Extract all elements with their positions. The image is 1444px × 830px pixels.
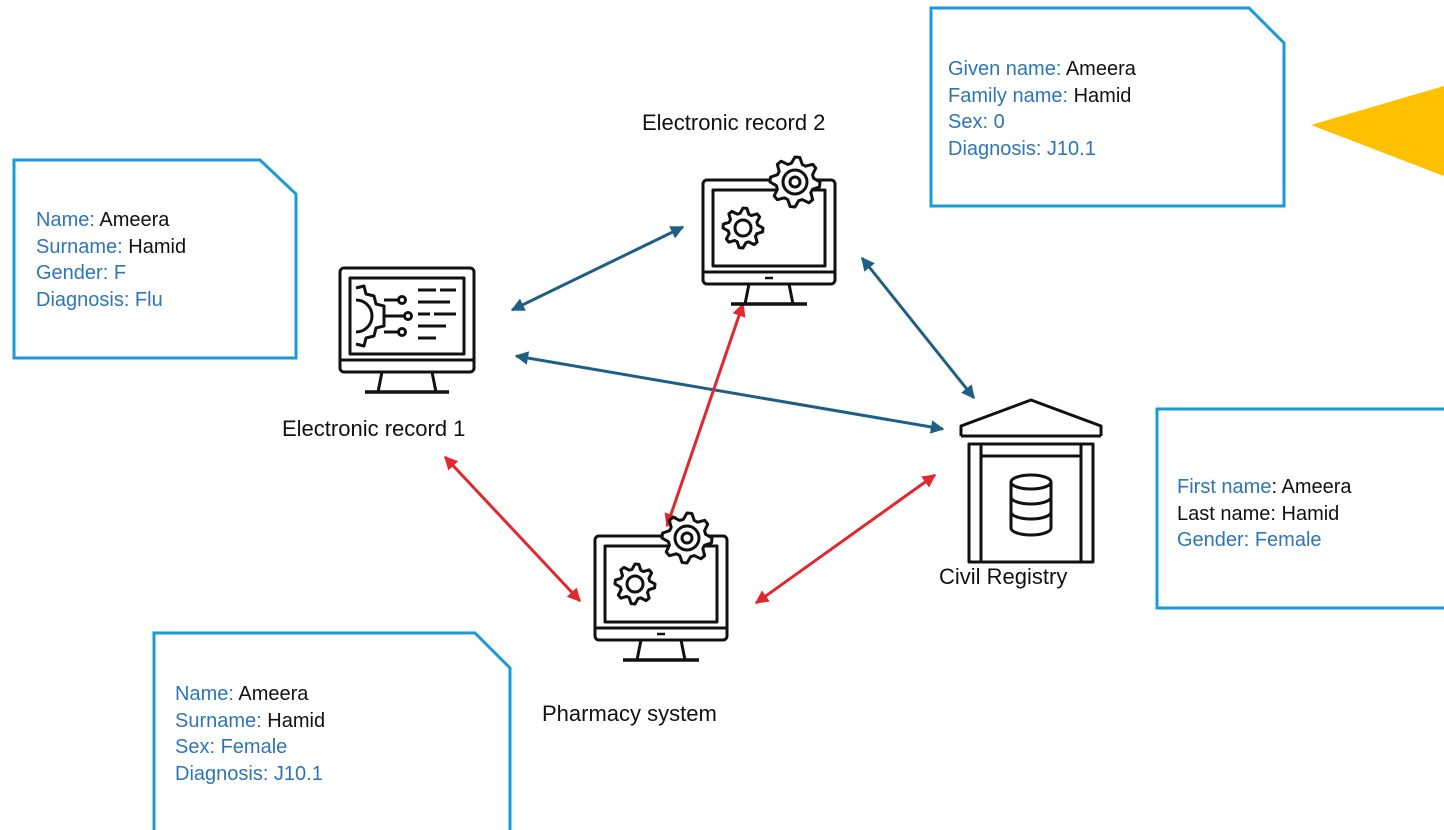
note-line: Name: Ameera [175, 683, 309, 705]
note-registry: First name: Ameera Last name: Hamid Gend… [1177, 474, 1352, 554]
note-record2: Given name: Ameera Family name: Hamid Se… [948, 56, 1136, 162]
gear-icon [721, 206, 765, 250]
node-label-pharmacy: Pharmacy system [542, 701, 717, 726]
note-line: Sex: Female [175, 736, 288, 758]
arrow-record1-record2 [510, 225, 685, 312]
note-pharmacy: Name: Ameera Surname: Hamid Sex: Female … [175, 681, 325, 787]
monitor-gears-icon [593, 511, 729, 662]
gear-icon [613, 562, 657, 606]
monitor-circuit-icon [338, 266, 476, 394]
gear-hub-icon [733, 218, 753, 238]
gear-hub-icon [781, 168, 809, 196]
note-line: Given name: Ameera [948, 58, 1136, 80]
note-line: Diagnosis: J10.1 [948, 137, 1096, 160]
note-line: First name: Ameera [1177, 476, 1352, 498]
note-box-record2 [929, 6, 1286, 208]
node-label-record2: Electronic record 2 [642, 110, 826, 135]
note-line: Sex: 0 [948, 111, 1005, 133]
note-line: Name: Ameera [36, 209, 170, 231]
arrow-record1-pharmacy [443, 455, 582, 603]
arrow-pharmacy-registry [754, 473, 937, 605]
gear-hub-icon [680, 531, 694, 545]
note-record1: Name: Ameera Surname: Hamid Gender: F Di… [36, 207, 186, 313]
note-box-record1 [12, 158, 298, 360]
warehouse-database-icon [959, 398, 1103, 564]
yellow-pointer-triangle [1311, 86, 1444, 176]
note-line: Gender: Female [1177, 529, 1322, 551]
node-label-record1: Electronic record 1 [282, 416, 466, 441]
monitor-gears-icon [701, 155, 837, 306]
note-line: Gender: F [36, 262, 127, 284]
gear-icon [660, 511, 714, 565]
note-line: Last name: Hamid [1177, 502, 1340, 525]
gear-hub-icon [788, 175, 802, 189]
note-box-pharmacy [152, 631, 512, 830]
gear-icon [768, 155, 822, 209]
gear-hub-icon [625, 574, 645, 594]
note-line: Diagnosis: Flu [36, 288, 163, 311]
note-line: Surname: Hamid [175, 709, 326, 732]
arrow-record2-registry [860, 256, 976, 400]
note-line: Diagnosis: J10.1 [175, 762, 323, 785]
node-label-registry: Civil Registry [939, 564, 1068, 589]
note-line: Family name: Hamid [948, 84, 1132, 107]
note-line: Surname: Hamid [36, 235, 187, 258]
gear-hub-icon [673, 524, 701, 552]
arrow-record1-registry [514, 351, 945, 434]
arrow-record2-pharmacy [664, 302, 746, 528]
note-box-registry [1155, 407, 1444, 610]
